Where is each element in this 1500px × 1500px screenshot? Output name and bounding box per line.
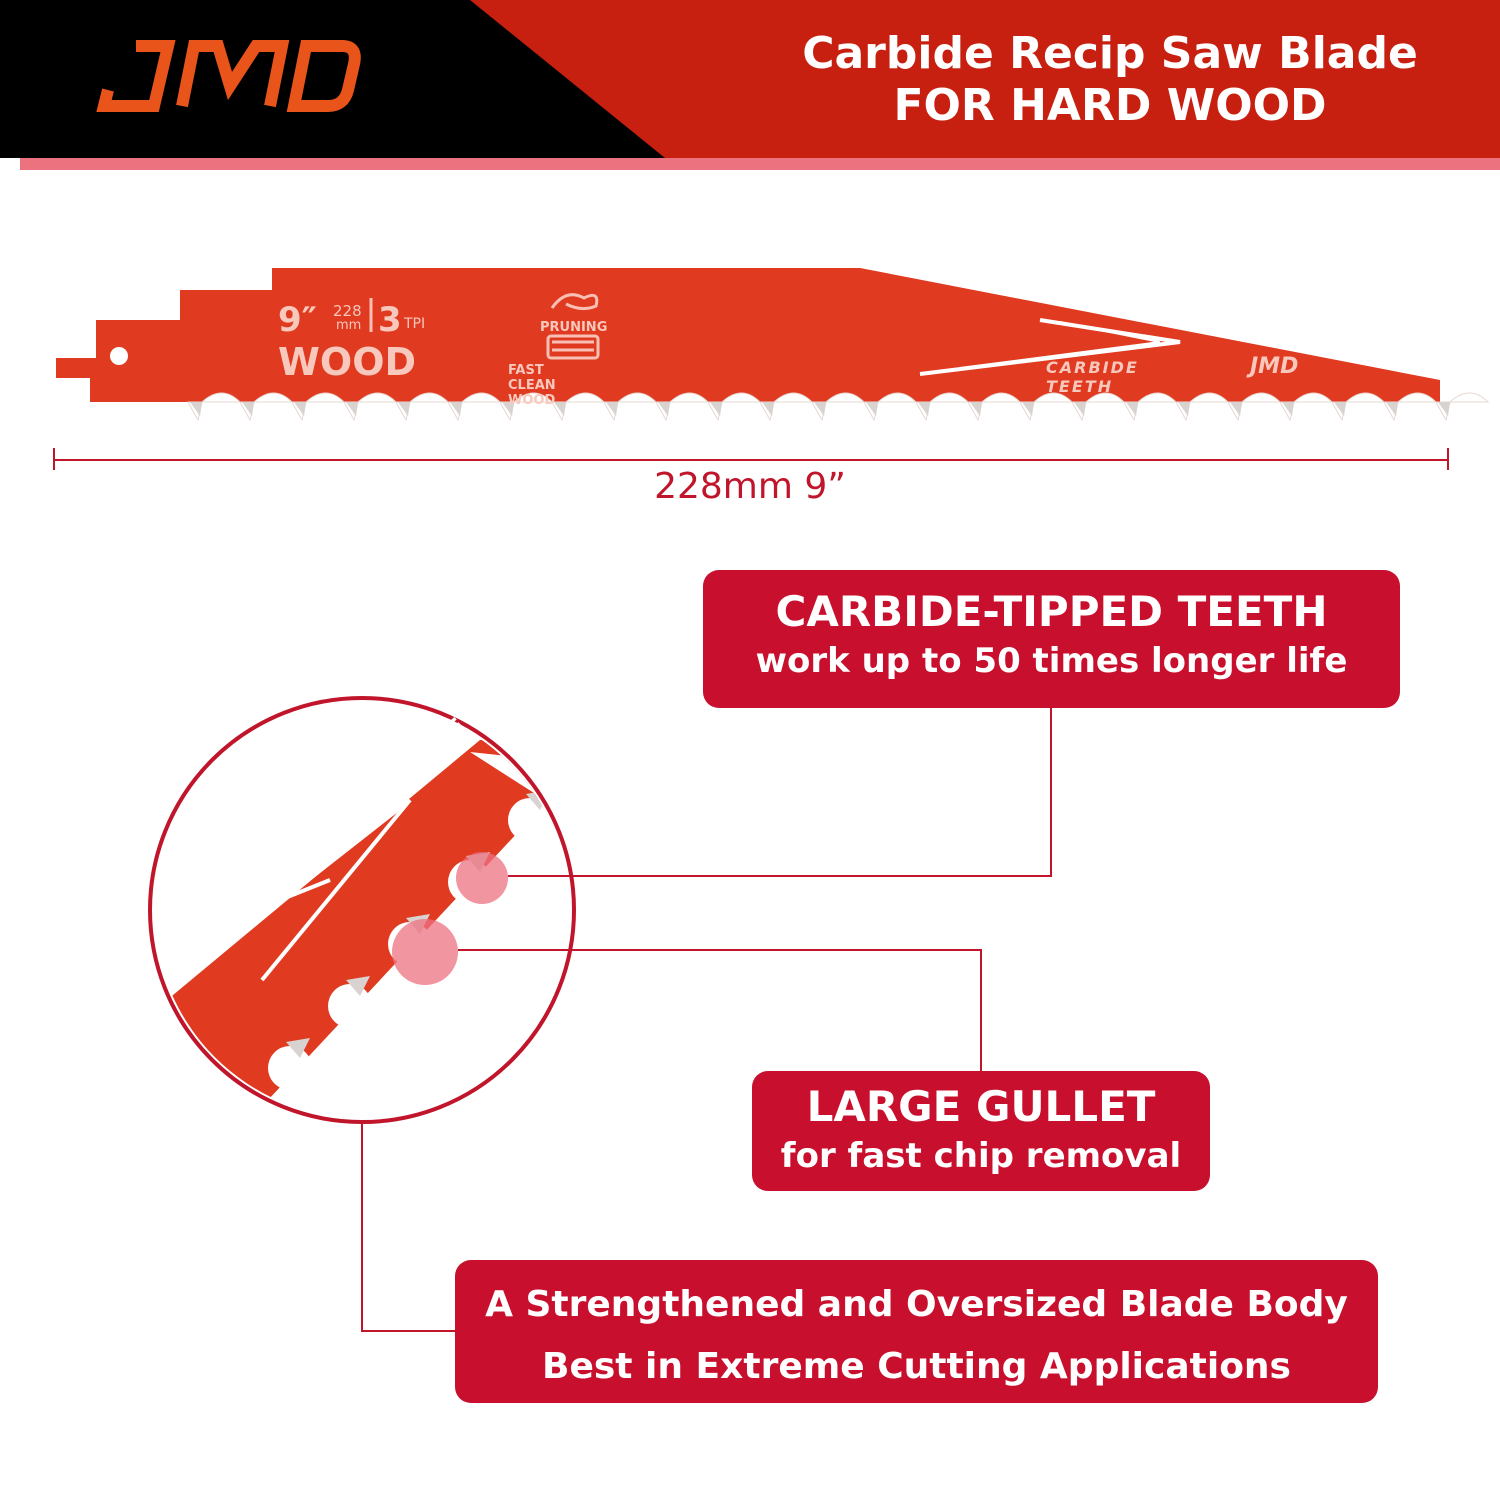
zoom-gullet bbox=[268, 1046, 312, 1090]
page-title: Carbide Recip Saw Blade FOR HARD WOOD bbox=[760, 28, 1460, 132]
callout-line-1: A Strengthened and Oversized Blade Body bbox=[485, 1284, 1348, 1325]
header-background bbox=[0, 0, 1500, 170]
callout-line-2: Best in Extreme Cutting Applications bbox=[542, 1346, 1291, 1387]
zoom-gullet bbox=[508, 798, 552, 842]
callout-subtitle: work up to 50 times longer life bbox=[755, 641, 1348, 681]
saw-tooth bbox=[343, 392, 398, 422]
saw-tooth bbox=[603, 392, 658, 422]
carbide-tip bbox=[1386, 402, 1398, 416]
callout-connectors bbox=[361, 708, 1052, 1332]
carbide-tip bbox=[762, 402, 774, 416]
gullet-highlight-marker bbox=[392, 919, 458, 985]
saw-tooth bbox=[811, 392, 866, 422]
saw-tooth bbox=[1331, 392, 1386, 422]
zoom-teeth bbox=[208, 790, 552, 1118]
saw-tooth bbox=[447, 392, 502, 422]
saw-tooth bbox=[967, 392, 1022, 422]
zoom-teeth-label: CARBIDE TEETH bbox=[300, 681, 506, 871]
carbide-tip bbox=[1126, 402, 1138, 416]
saw-tooth bbox=[291, 392, 346, 422]
title-line-1: Carbide Recip Saw Blade bbox=[802, 28, 1418, 79]
header-banner bbox=[0, 0, 1500, 170]
carbide-tip bbox=[866, 402, 878, 416]
callout-carbide-teeth: CARBIDE-TIPPED TEETH work up to 50 times… bbox=[703, 570, 1400, 708]
saw-tooth bbox=[239, 392, 294, 422]
zoom-gullet bbox=[388, 922, 432, 966]
saw-tooth bbox=[1175, 392, 1230, 422]
carbide-tip bbox=[554, 402, 566, 416]
zoom-carbide-tip bbox=[406, 914, 430, 934]
saw-tooth bbox=[707, 392, 762, 422]
saw-tooth bbox=[1071, 392, 1126, 422]
carbide-tip bbox=[814, 402, 826, 416]
callout-blade-body: A Strengthened and Oversized Blade Body … bbox=[455, 1260, 1378, 1403]
carbide-tip bbox=[1022, 402, 1034, 416]
zoom-gullet bbox=[208, 1108, 252, 1118]
callout-title: LARGE GULLET bbox=[806, 1082, 1156, 1131]
carbide-tip bbox=[1178, 402, 1190, 416]
carbide-tip bbox=[1282, 402, 1294, 416]
carbide-tip bbox=[502, 402, 514, 416]
saw-tooth bbox=[1435, 392, 1490, 422]
dimension-label: 228mm 9” bbox=[654, 466, 846, 507]
tooth-highlight-marker bbox=[456, 852, 508, 904]
zoom-gullet bbox=[328, 984, 372, 1028]
callout-subtitle: for fast chip removal bbox=[780, 1136, 1182, 1176]
saw-tooth bbox=[1279, 392, 1334, 422]
saw-tooth bbox=[551, 392, 606, 422]
carbide-tip bbox=[1438, 402, 1450, 416]
saw-tooth bbox=[1383, 392, 1438, 422]
zoom-carbide-tip bbox=[286, 1038, 310, 1058]
carbide-tip bbox=[1074, 402, 1086, 416]
zoom-carbide-tip bbox=[466, 852, 490, 872]
carbide-tip bbox=[710, 402, 722, 416]
carbide-tip bbox=[658, 402, 670, 416]
zoom-gullet bbox=[448, 860, 492, 904]
zoom-carbide-tip bbox=[226, 1100, 250, 1118]
saw-tooth bbox=[395, 392, 450, 422]
chevron-arrow-icon bbox=[919, 318, 1181, 376]
carbide-tip bbox=[294, 402, 306, 416]
carbide-tip bbox=[1334, 402, 1346, 416]
saw-tooth bbox=[655, 392, 710, 422]
carbide-tip bbox=[242, 402, 254, 416]
jmd-logo-icon bbox=[96, 40, 361, 112]
carbide-tip bbox=[918, 402, 930, 416]
saw-tooth bbox=[915, 392, 970, 422]
saw-tooth bbox=[1227, 392, 1282, 422]
carbide-tip bbox=[606, 402, 618, 416]
carbide-tip bbox=[190, 402, 202, 416]
title-line-2: FOR HARD WOOD bbox=[893, 80, 1327, 131]
carbide-tip bbox=[450, 402, 462, 416]
saw-tooth bbox=[1123, 392, 1178, 422]
blade-teeth bbox=[187, 392, 1490, 422]
saw-tooth bbox=[1019, 392, 1074, 422]
carbide-tip bbox=[346, 402, 358, 416]
saw-tooth bbox=[499, 392, 554, 422]
carbide-tip bbox=[398, 402, 410, 416]
zoom-carbide-tip bbox=[526, 790, 550, 810]
zoom-carbide-tip bbox=[346, 976, 370, 996]
saw-blade-illustration bbox=[56, 268, 1490, 422]
carbide-tip bbox=[970, 402, 982, 416]
callout-title: CARBIDE-TIPPED TEETH bbox=[775, 587, 1328, 636]
callout-large-gullet: LARGE GULLET for fast chip removal bbox=[752, 1071, 1210, 1191]
carbide-tip bbox=[1230, 402, 1242, 416]
saw-tooth bbox=[759, 392, 814, 422]
saw-blade-image bbox=[0, 180, 1500, 494]
pruning-icon bbox=[546, 293, 600, 360]
saw-tooth bbox=[187, 392, 242, 422]
brand-logo bbox=[96, 38, 366, 118]
saw-tooth bbox=[863, 392, 918, 422]
